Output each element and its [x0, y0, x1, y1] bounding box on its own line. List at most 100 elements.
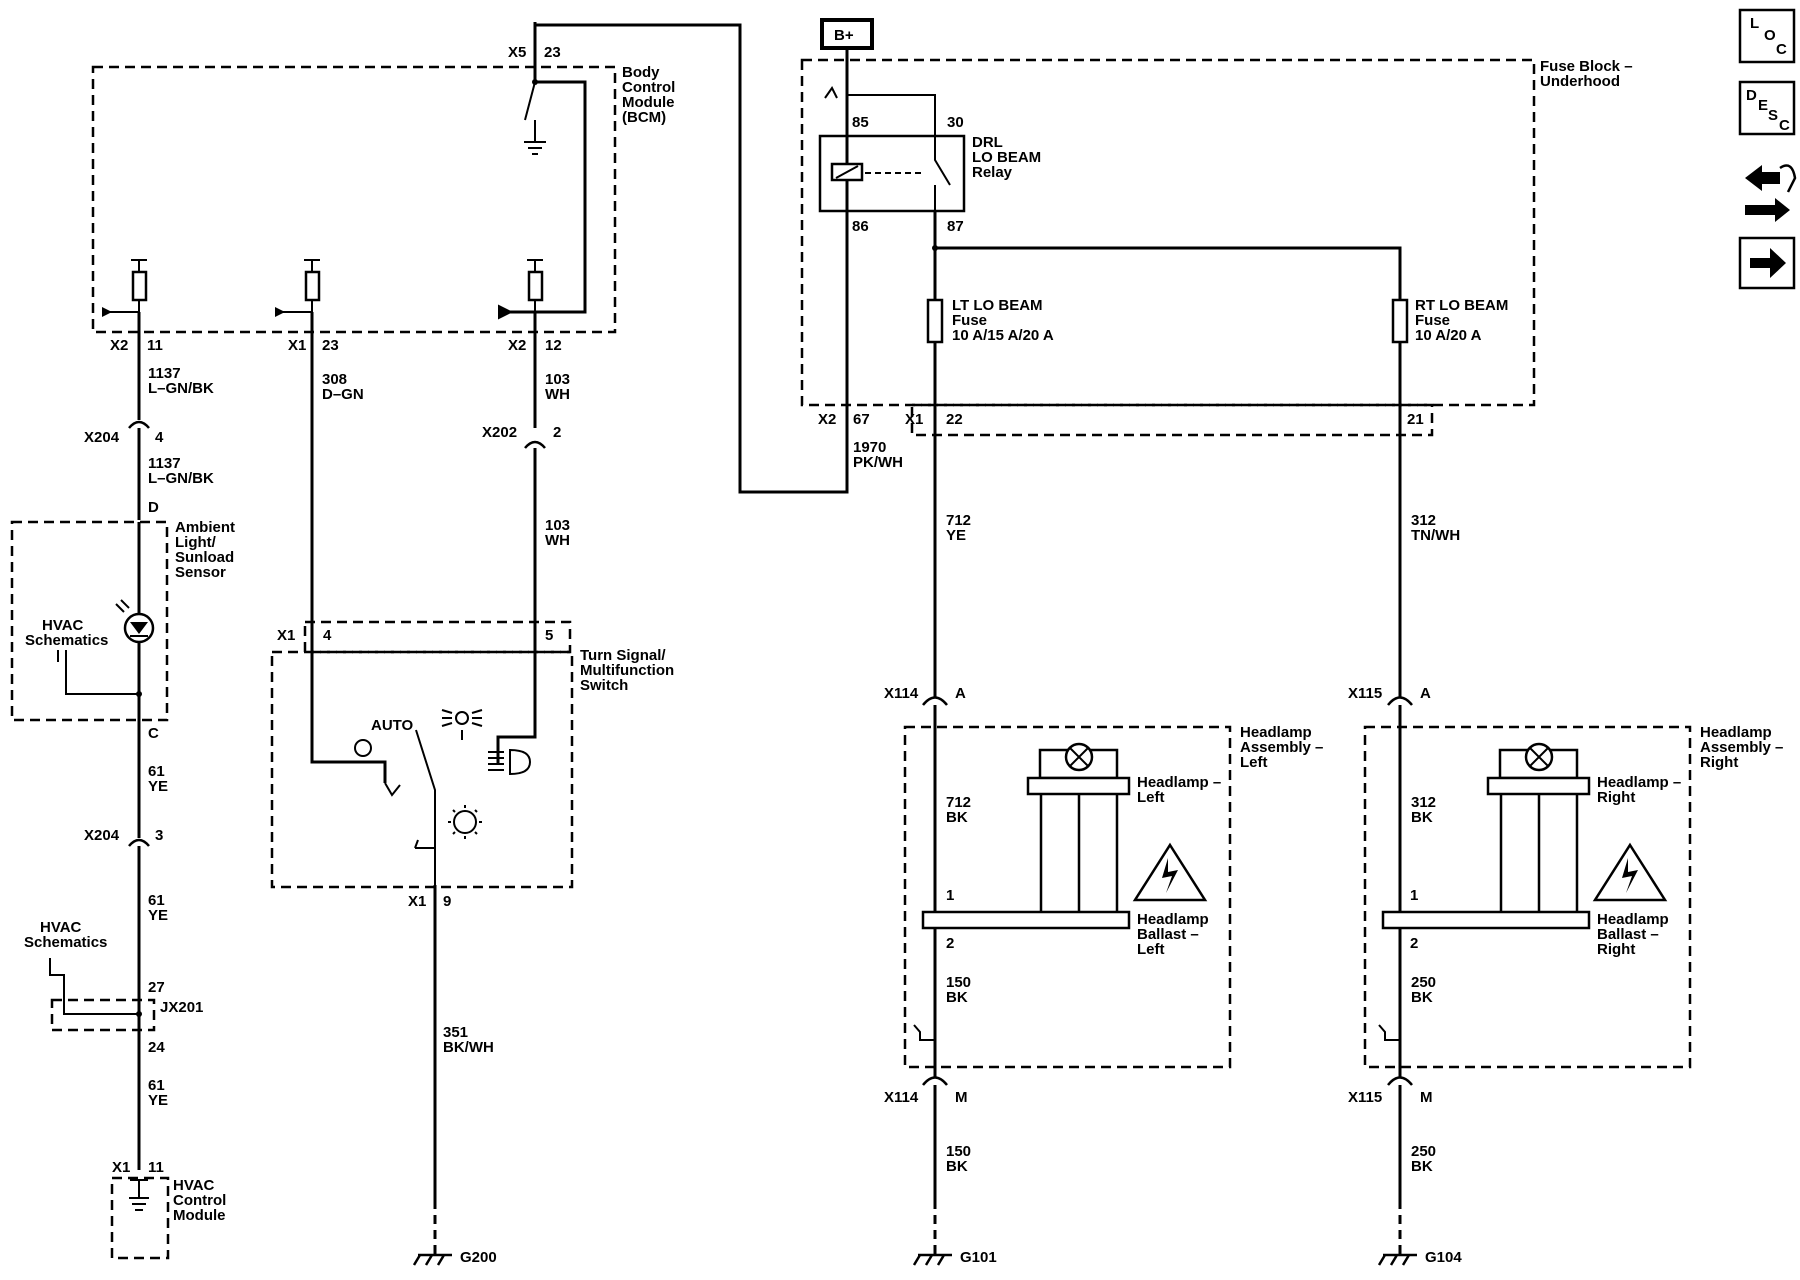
svg-text:Switch: Switch — [580, 677, 628, 694]
svg-text:Turn Signal/: Turn Signal/ — [580, 647, 666, 664]
headlamp-right-label: Headlamp – Right — [1597, 774, 1681, 806]
auto-contact-symbol — [384, 782, 401, 797]
svg-text:DRL: DRL — [972, 134, 1003, 151]
relay-pin-86: 86 — [852, 218, 869, 235]
x202-connector-symbol — [524, 440, 546, 449]
wire-351-label: 351 BK/WH — [443, 1024, 494, 1056]
x115-top-connector-symbol — [1387, 696, 1413, 706]
x204b-pin: 3 — [155, 827, 163, 844]
svg-text:LT LO BEAM: LT LO BEAM — [952, 297, 1043, 314]
auto-position-label: AUTO — [371, 717, 414, 734]
svg-text:Headlamp: Headlamp — [1137, 911, 1209, 928]
hvac-schematics-label-2: HVAC Schematics — [24, 919, 107, 951]
svg-text:TN/WH: TN/WH — [1411, 527, 1460, 544]
fuse-block-pin-22: 22 — [946, 411, 963, 428]
drl-relay-label: DRL LO BEAM Relay — [972, 134, 1041, 181]
svg-text:61: 61 — [148, 1077, 165, 1094]
svg-text:1137: 1137 — [148, 365, 181, 382]
svg-text:BK/WH: BK/WH — [443, 1039, 494, 1056]
headlamp-assembly-right-label: Headlamp Assembly – Right — [1700, 724, 1783, 771]
sensor-pin-d: D — [148, 499, 159, 516]
svg-text:1137: 1137 — [148, 455, 181, 472]
svg-text:250: 250 — [1411, 974, 1436, 991]
location-button[interactable]: L O C — [1738, 8, 1796, 64]
headlamp-icon — [488, 748, 532, 776]
high-voltage-warning-icon-left — [1132, 842, 1208, 902]
ground-g101-icon — [912, 1253, 952, 1266]
fuse-block-box — [800, 58, 1536, 407]
junction-dot — [136, 691, 142, 697]
wire-150-label-a: 150 BK — [946, 974, 971, 1006]
pin-23-label: 23 — [322, 337, 339, 354]
hvac-ref-bracket-2 — [49, 958, 65, 985]
svg-text:Sensor: Sensor — [175, 564, 226, 581]
svg-text:Sunload: Sunload — [175, 549, 234, 566]
photodiode-icon — [115, 599, 155, 644]
wire-308-label: 308 D–GN — [322, 371, 364, 403]
fuse-block-pin-21: 21 — [1407, 411, 1424, 428]
ground-g104-label: G104 — [1425, 1249, 1462, 1266]
wire-103-lower — [496, 460, 537, 765]
hvac-ref-bracket-1 — [57, 650, 139, 695]
fuse-block-x2: X2 — [818, 411, 836, 428]
svg-text:L–GN/BK: L–GN/BK — [148, 470, 214, 487]
headlamp-assembly-left-box — [903, 725, 1232, 1069]
svg-text:Ambient: Ambient — [175, 519, 235, 536]
ballast-right-label: Headlamp Ballast – Right — [1597, 911, 1669, 958]
svg-text:Ballast –: Ballast – — [1597, 926, 1659, 943]
svg-text:Left: Left — [1137, 789, 1165, 806]
svg-text:312: 312 — [1411, 512, 1436, 529]
wire-250-label-a: 250 BK — [1411, 974, 1436, 1006]
svg-text:712: 712 — [946, 512, 971, 529]
description-button[interactable]: D E S C — [1738, 80, 1796, 136]
wire-312-label-a: 312 TN/WH — [1411, 512, 1460, 544]
x114-bottom-connector: X114 — [884, 1089, 919, 1106]
svg-text:Headlamp: Headlamp — [1700, 724, 1772, 741]
switch-x1-connector: X1 — [277, 627, 295, 644]
hvac-module-ground — [129, 1179, 149, 1211]
off-position-icon — [448, 805, 482, 839]
pin-12-label: 12 — [545, 337, 562, 354]
x2-11-connector: X2 — [110, 337, 128, 354]
svg-text:YE: YE — [946, 527, 966, 544]
x202-connector: X202 — [482, 424, 517, 441]
bcm-ground-symbol — [524, 120, 546, 155]
svg-text:Fuse: Fuse — [1415, 312, 1450, 329]
wire-712-label-a: 712 YE — [946, 512, 971, 544]
ground-g104-icon — [1377, 1253, 1417, 1266]
left-assembly-ground-connector — [913, 1024, 935, 1041]
svg-text:BK: BK — [946, 1158, 968, 1175]
svg-text:150: 150 — [946, 974, 971, 991]
svg-text:Control: Control — [622, 79, 675, 96]
ballast-right-bar — [1381, 910, 1591, 930]
lt-lo-beam-fuse-label: LT LO BEAM Fuse 10 A/15 A/20 A — [952, 297, 1054, 344]
jx201-label: JX201 — [160, 999, 203, 1016]
next-arrow-button[interactable] — [1738, 236, 1796, 290]
relay-coil-diag — [835, 165, 859, 179]
svg-text:YE: YE — [148, 778, 168, 795]
svg-text:Right: Right — [1597, 941, 1635, 958]
x115-top-connector: X115 — [1348, 685, 1382, 702]
x5-connector-label: X5 — [508, 44, 526, 61]
bcm-pin-x1-23 — [275, 259, 321, 317]
svg-text:Relay: Relay — [972, 164, 1013, 181]
svg-text:LO BEAM: LO BEAM — [972, 149, 1041, 166]
svg-text:Module: Module — [173, 1207, 226, 1224]
svg-text:Fuse Block –: Fuse Block – — [1540, 58, 1633, 75]
diagnostic-procedure-icon[interactable] — [1745, 164, 1797, 222]
svg-text:103: 103 — [545, 371, 570, 388]
bcm-pin-x2-11 — [102, 259, 148, 317]
x204-connector-symbol-b — [128, 838, 150, 847]
wire-61-label-a: 61 YE — [148, 763, 168, 795]
lt-lo-beam-fuse — [926, 298, 944, 344]
x5-pin-label: 23 — [544, 44, 561, 61]
svg-text:(BCM): (BCM) — [622, 109, 666, 126]
rt-lo-beam-fuse-label: RT LO BEAM Fuse 10 A/20 A — [1415, 297, 1508, 344]
switch-pin-4: 4 — [323, 627, 332, 644]
svg-text:Multifunction: Multifunction — [580, 662, 674, 679]
sensor-pin-c: C — [148, 725, 159, 742]
hvac-module-label: HVAC Control Module — [173, 1177, 226, 1224]
svg-text:103: 103 — [545, 517, 570, 534]
wire-312-label-b: 312 BK — [1411, 794, 1436, 826]
